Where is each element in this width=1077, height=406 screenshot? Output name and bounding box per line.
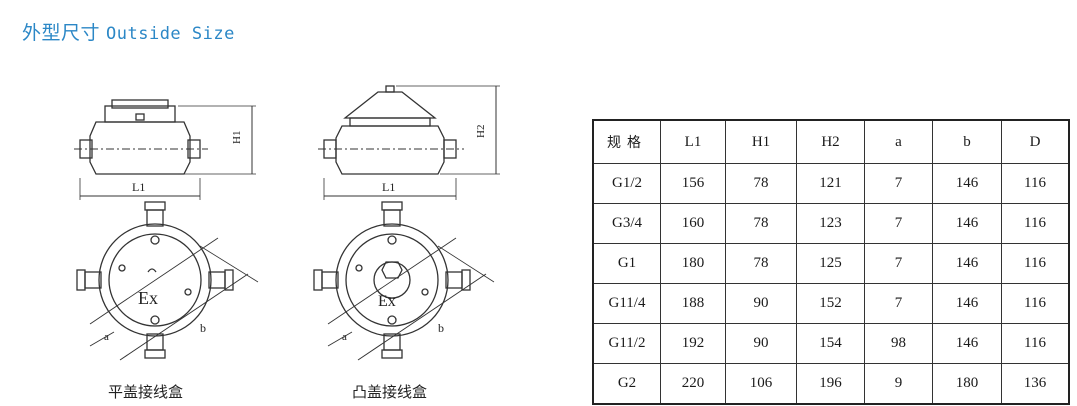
cell-b: 146 xyxy=(932,203,1002,244)
caption-convex-cover-box: 凸盖接线盒 xyxy=(352,383,428,401)
b-label-convex: b xyxy=(438,321,444,335)
cell-d: 116 xyxy=(1001,283,1070,324)
cell-a: 7 xyxy=(864,203,933,244)
cell-b: 146 xyxy=(932,323,1002,364)
header-b: b xyxy=(932,119,1002,164)
cell-spec: G2 xyxy=(592,363,661,405)
h2-label: H2 xyxy=(475,125,487,138)
table-row: G11/4 188 90 152 7 146 116 xyxy=(592,283,1070,324)
cell-b: 180 xyxy=(932,363,1002,405)
a-label-flat: a xyxy=(104,331,109,343)
header-spec: 规格 xyxy=(592,119,661,164)
table-row: G3/4 160 78 123 7 146 116 xyxy=(592,203,1070,244)
cell-h2: 152 xyxy=(796,283,865,324)
cell-d: 116 xyxy=(1001,163,1070,204)
cell-h2: 123 xyxy=(796,203,865,244)
cell-spec: G3/4 xyxy=(592,203,661,244)
cell-d: 136 xyxy=(1001,363,1070,405)
header-d: D xyxy=(1001,119,1070,164)
header-a: a xyxy=(864,119,933,164)
cell-d: 116 xyxy=(1001,243,1070,284)
cell-a: 9 xyxy=(864,363,933,405)
ex-marking-flat: Ex xyxy=(138,288,158,308)
title-cn: 外型尺寸 xyxy=(22,22,101,44)
ex-marking-convex: Ex xyxy=(378,293,396,310)
cell-d: 116 xyxy=(1001,203,1070,244)
b-label-flat: b xyxy=(200,321,206,335)
cell-l1: 192 xyxy=(660,323,726,364)
table-row: G1 180 78 125 7 146 116 xyxy=(592,243,1070,284)
table-row: G1/2 156 78 121 7 146 116 xyxy=(592,163,1070,204)
header-l1: L1 xyxy=(660,119,726,164)
cell-a: 7 xyxy=(864,283,933,324)
title-en: Outside Size xyxy=(106,24,235,44)
cell-b: 146 xyxy=(932,243,1002,284)
cell-spec: G1/2 xyxy=(592,163,661,204)
cell-l1: 188 xyxy=(660,283,726,324)
cell-h1: 78 xyxy=(725,163,797,204)
convex-box-top-view xyxy=(313,201,495,361)
table-row: G2 220 106 196 9 180 136 xyxy=(592,363,1070,405)
technical-drawings: L1 H1 L1 H2 xyxy=(60,70,520,406)
cell-h1: 90 xyxy=(725,323,797,364)
cell-l1: 220 xyxy=(660,363,726,405)
cell-d: 116 xyxy=(1001,323,1070,364)
header-h1: H1 xyxy=(725,119,797,164)
cell-spec: G1 xyxy=(592,243,661,284)
cell-h1: 78 xyxy=(725,243,797,284)
drawings-svg: L1 H1 L1 H2 xyxy=(74,85,500,361)
cell-h2: 196 xyxy=(796,363,865,405)
cell-h1: 106 xyxy=(725,363,797,405)
cell-a: 98 xyxy=(864,323,933,364)
cell-l1: 180 xyxy=(660,243,726,284)
cell-b: 146 xyxy=(932,283,1002,324)
cell-spec: G11/2 xyxy=(592,323,661,364)
table-row: G11/2 192 90 154 98 146 116 xyxy=(592,323,1070,364)
cell-h1: 90 xyxy=(725,283,797,324)
h1-label: H1 xyxy=(231,131,243,144)
cell-a: 7 xyxy=(864,163,933,204)
flat-box-side-view xyxy=(74,99,256,200)
dimension-table: 规格 L1 H1 H2 a b D G1/2 156 78 121 7 146 … xyxy=(592,119,1070,405)
cell-a: 7 xyxy=(864,243,933,284)
cell-h2: 125 xyxy=(796,243,865,284)
l1-label-flat: L1 xyxy=(132,180,145,194)
cell-spec: G11/4 xyxy=(592,283,661,324)
cell-h1: 78 xyxy=(725,203,797,244)
l1-label-convex: L1 xyxy=(382,180,395,194)
convex-box-side-view xyxy=(318,85,500,200)
cell-l1: 160 xyxy=(660,203,726,244)
caption-flat-cover-box: 平盖接线盒 xyxy=(108,383,184,401)
cell-l1: 156 xyxy=(660,163,726,204)
header-h2: H2 xyxy=(796,119,865,164)
cell-h2: 154 xyxy=(796,323,865,364)
a-label-convex: a xyxy=(342,331,347,343)
table-header-row: 规格 L1 H1 H2 a b D xyxy=(592,119,1070,164)
cell-h2: 121 xyxy=(796,163,865,204)
cell-b: 146 xyxy=(932,163,1002,204)
flat-box-top-view xyxy=(76,201,259,361)
